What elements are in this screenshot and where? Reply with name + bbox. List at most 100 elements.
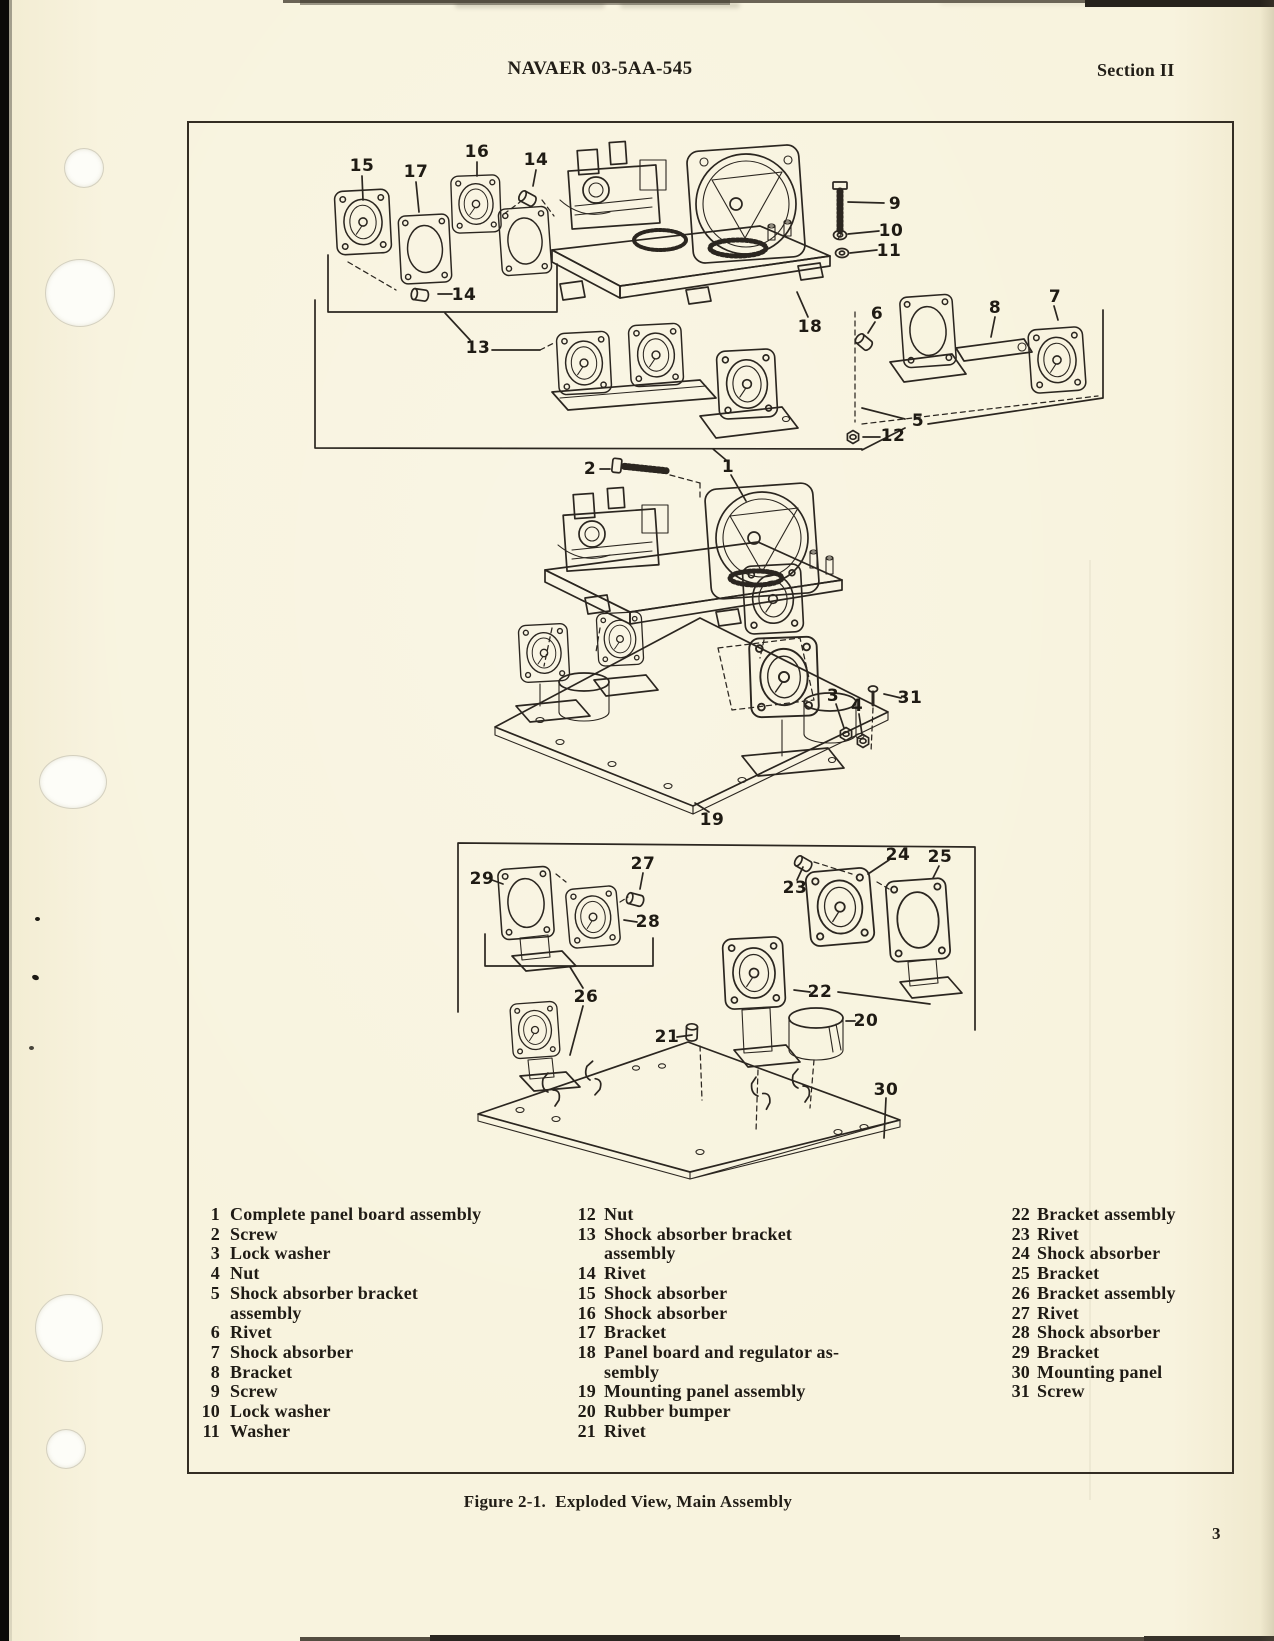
parts-list-item: 15 Shock absorber	[560, 1282, 930, 1304]
part-name: Rivet	[1037, 1302, 1079, 1323]
figure-callout-27: 27	[630, 854, 656, 874]
figure-callout-23: 23	[782, 878, 808, 898]
punch-hole	[39, 755, 107, 809]
figure-callout-5: 5	[911, 411, 925, 431]
scan-smudge	[940, 1, 1130, 5]
figure-callout-2: 2	[583, 459, 597, 479]
figure-callout-30: 30	[873, 1080, 899, 1100]
part-name: Bracket assembly	[1037, 1204, 1176, 1224]
part-name: Bracket	[1037, 1263, 1100, 1284]
page-number: 3	[1212, 1524, 1221, 1543]
part-number: 8	[210, 1361, 220, 1382]
figure-callout-10: 10	[878, 221, 904, 241]
part-number: 4	[210, 1263, 220, 1284]
drawing-top-outline	[314, 299, 1104, 450]
part-number: 3	[210, 1243, 220, 1264]
part-number: 17	[577, 1322, 596, 1343]
drawing-bracket-assy-5	[846, 293, 1099, 451]
figure-callout-28: 28	[635, 912, 661, 932]
paper-crease	[1089, 560, 1091, 1500]
part-number: 22	[1011, 1204, 1030, 1224]
drawing-panel-board-assy-1	[543, 482, 843, 667]
part-number: 28	[1011, 1322, 1030, 1343]
figure-callout-12: 12	[880, 426, 906, 446]
figure-callout-14: 14	[523, 150, 549, 170]
figure-callout-20: 20	[853, 1011, 879, 1031]
figure-callout-17: 17	[403, 162, 429, 182]
part-number: 31	[1011, 1381, 1030, 1402]
part-number: 19	[577, 1381, 596, 1402]
parts-list-item: 14 Rivet	[560, 1263, 930, 1284]
parts-list-item: 18 Panel board and regulator as- sembly	[560, 1341, 930, 1382]
scan-edge-right	[1260, 0, 1274, 1641]
figure-callout-9: 9	[888, 194, 902, 214]
figure-caption: Figure 2-1. Exploded View, Main Assembly	[463, 1492, 793, 1511]
part-number: 14	[577, 1263, 596, 1284]
part-number: 7	[210, 1341, 220, 1362]
part-number: 12	[577, 1204, 596, 1224]
figure-callout-22: 22	[807, 982, 833, 1002]
part-number: 18	[577, 1341, 596, 1362]
part-name: Shock absorber	[604, 1282, 728, 1303]
part-number: 26	[1011, 1282, 1030, 1303]
part-number: 5	[210, 1282, 220, 1303]
part-name: Mounting panel assembly	[604, 1381, 806, 1402]
section-label: Section II	[1097, 60, 1175, 80]
figure-frame	[187, 121, 1234, 1474]
part-name: Bracket	[1037, 1341, 1100, 1362]
part-number: 27	[1011, 1302, 1030, 1323]
scan-edge-left-soft	[9, 0, 12, 1641]
part-number: 30	[1011, 1361, 1030, 1382]
figure-callout-3: 3	[826, 686, 840, 706]
figure-callout-21: 21	[654, 1027, 680, 1047]
figure-callout-15: 15	[349, 156, 375, 176]
figure-callout-29: 29	[469, 869, 495, 889]
scan-edge-bottom	[430, 1635, 900, 1641]
ink-speck	[35, 917, 40, 921]
part-name: Rivet	[1037, 1223, 1079, 1244]
part-name: Rivet	[604, 1263, 646, 1284]
part-number: 16	[577, 1302, 596, 1323]
part-number: 13	[577, 1223, 596, 1244]
part-name: Panel board and regulator as- sembly	[604, 1341, 840, 1382]
part-number: 10	[201, 1401, 220, 1422]
part-name: Complete panel board assembly	[230, 1204, 482, 1224]
parts-list-item: 30 Mounting panel	[994, 1361, 1230, 1383]
ink-speck	[29, 1046, 34, 1050]
scan-smudge	[620, 2, 740, 8]
figure-callout-18: 18	[797, 317, 823, 337]
part-name: Screw	[1037, 1381, 1085, 1402]
part-name: Mounting panel	[1037, 1361, 1163, 1382]
part-number: 15	[577, 1282, 596, 1303]
figure-callout-13: 13	[465, 338, 491, 358]
drawing-mounting-panel-assy-19	[494, 610, 902, 815]
punch-hole	[64, 148, 104, 188]
parts-list-item: 31 Screw	[994, 1382, 1230, 1402]
figure-callout-26: 26	[573, 987, 599, 1007]
parts-list-item: 12 Nut	[560, 1204, 930, 1225]
part-number: 24	[1011, 1243, 1030, 1264]
drawing-regulator-assy-18	[551, 140, 885, 318]
scan-edge-top	[300, 0, 730, 5]
punch-hole	[35, 1294, 103, 1362]
part-name: Screw	[230, 1223, 278, 1244]
figure-callout-19: 19	[699, 810, 725, 830]
part-name: Nut	[604, 1204, 634, 1224]
